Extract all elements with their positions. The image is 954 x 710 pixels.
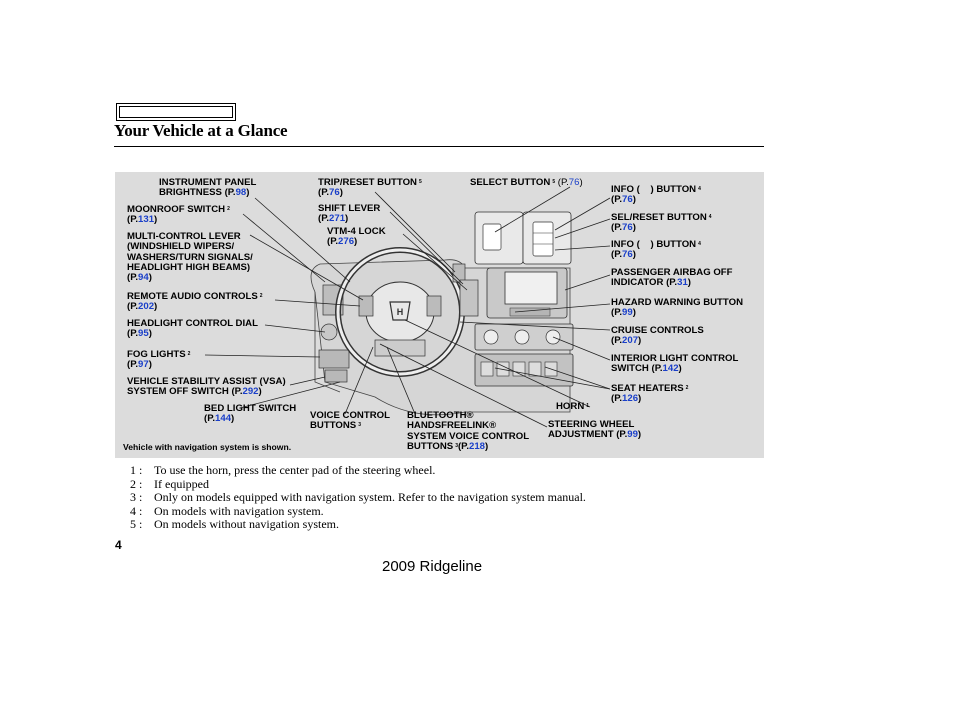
dashboard-figure: H bbox=[115, 172, 764, 458]
label-bed-light-switch: BED LIGHT SWITCH (P.144) bbox=[204, 403, 297, 425]
label-shift-lever: SHIFT LEVER (P.271) bbox=[318, 203, 381, 225]
title-rule bbox=[114, 146, 764, 147]
label-vsa-off-switch: VEHICLE STABILITY ASSIST (VSA) SYSTEM OF… bbox=[127, 376, 286, 398]
label-passenger-airbag-off: PASSENGER AIRBAG OFF INDICATOR (P.31) bbox=[611, 267, 733, 289]
label-instrument-panel-brightness: INSTRUMENT PANEL BRIGHTNESS (P.98) bbox=[159, 177, 257, 199]
footnote-item: 5 :On models without navigation system. bbox=[130, 517, 339, 532]
label-steering-wheel-adjustment: STEERING WHEEL ADJUSTMENT (P.99) bbox=[548, 419, 642, 441]
figure-note: Vehicle with navigation system is shown. bbox=[123, 442, 292, 452]
label-multi-control-lever: MULTI-CONTROL LEVER (WINDSHIELD WIPERS/ … bbox=[127, 231, 253, 284]
footnote-item: 4 :On models with navigation system. bbox=[130, 503, 324, 518]
footnotes: 1 :To use the horn, press the center pad… bbox=[130, 463, 586, 532]
label-hazard-warning-button: HAZARD WARNING BUTTON (P.99) bbox=[611, 297, 743, 319]
label-cruise-controls: CRUISE CONTROLS (P.207) bbox=[611, 325, 704, 347]
label-vtm4-lock: VTM-4 LOCK (P.276) bbox=[327, 226, 386, 248]
label-bluetooth-voice-buttons: BLUETOOTH® HANDSFREELINK® SYSTEM VOICE C… bbox=[407, 410, 530, 452]
footer-title: 2009 Ridgeline bbox=[382, 558, 483, 575]
footnote-item: 3 :Only on models equipped with navigati… bbox=[130, 490, 586, 505]
footnote-item: 2 :If equipped bbox=[130, 476, 209, 491]
label-interior-light-control: INTERIOR LIGHT CONTROL SWITCH (P.142) bbox=[611, 353, 739, 375]
svg-text:H: H bbox=[397, 307, 404, 317]
footnote-item: 1 :To use the horn, press the center pad… bbox=[130, 463, 436, 477]
section-tab-box bbox=[116, 103, 236, 121]
section-title: Your Vehicle at a Glance bbox=[114, 121, 288, 140]
label-headlight-control-dial: HEADLIGHT CONTROL DIAL (P.95) bbox=[127, 318, 258, 340]
dashboard-illustration: H bbox=[204, 186, 611, 428]
page-number: 4 bbox=[115, 538, 122, 552]
